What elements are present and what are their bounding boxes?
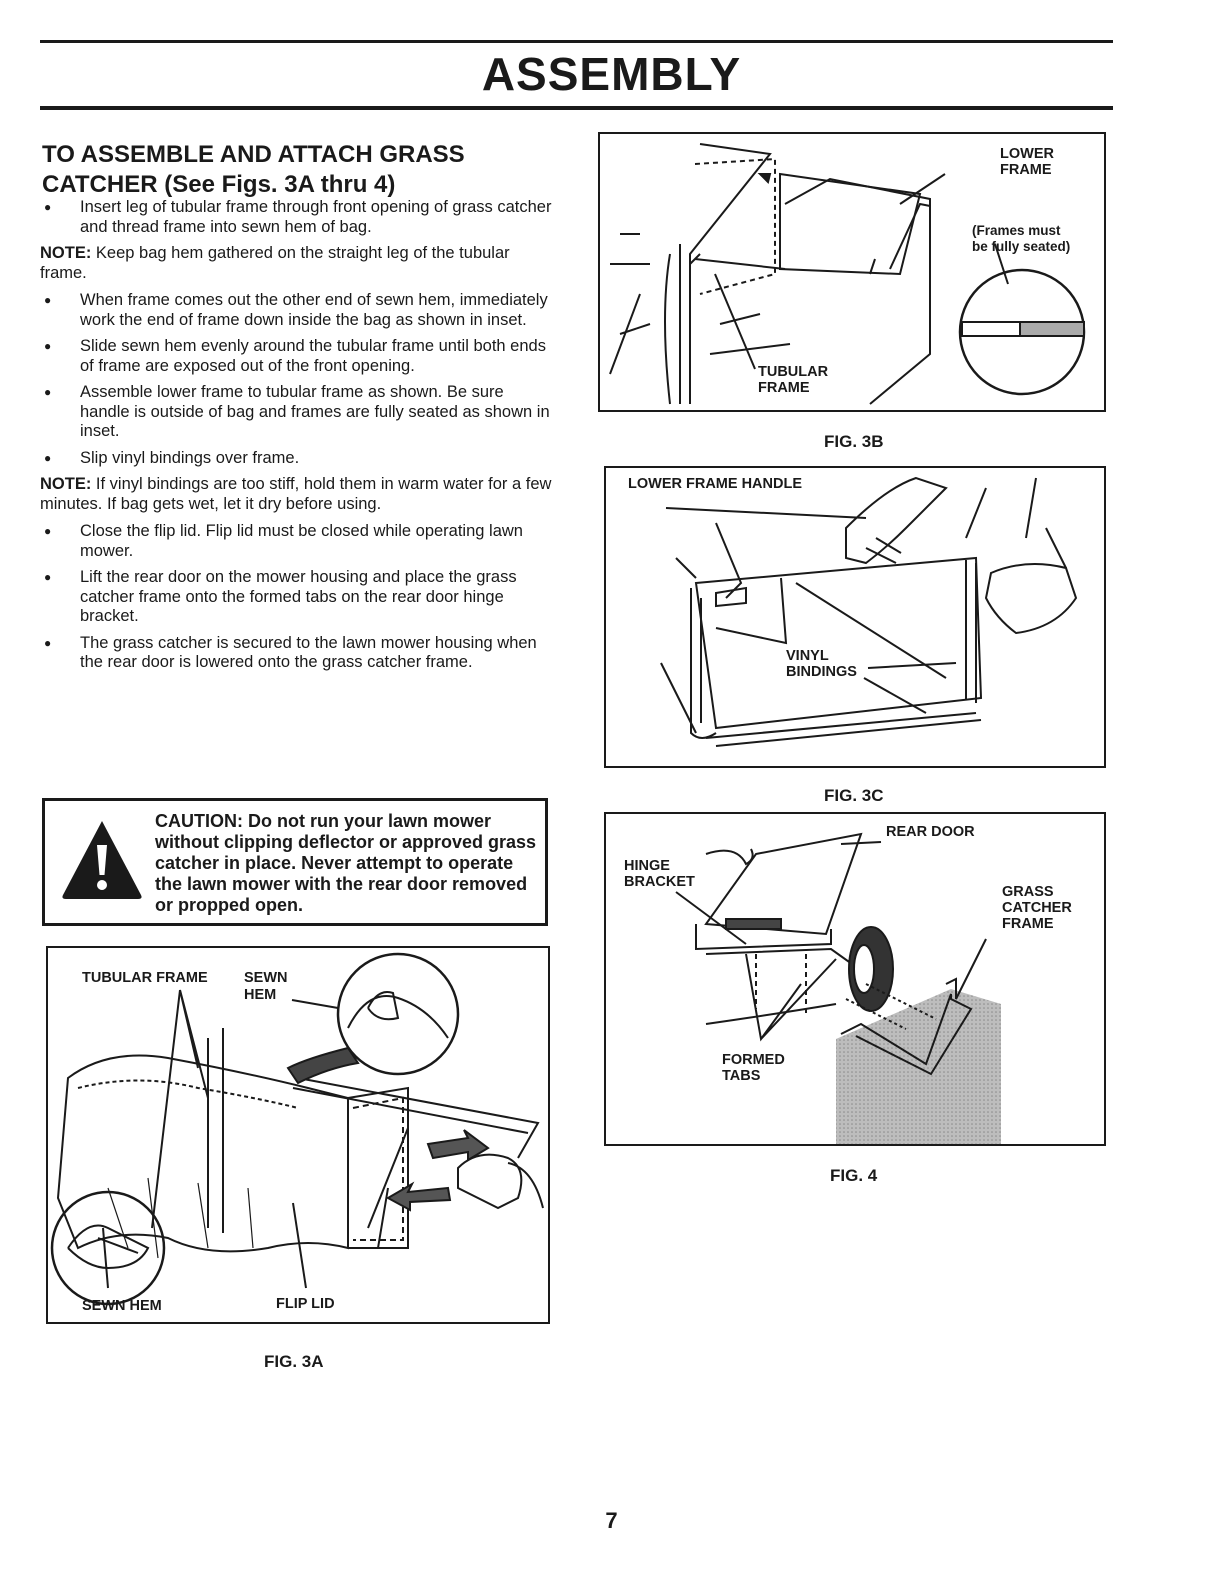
list-item: ●The grass catcher is secured to the law… bbox=[44, 633, 537, 672]
label-lower-frame-handle: LOWER FRAME HANDLE bbox=[628, 476, 802, 492]
fig3c-illustration bbox=[660, 476, 1078, 747]
label-tubular-frame: FRAME bbox=[758, 380, 810, 396]
label-lower: LOWER bbox=[1000, 146, 1054, 162]
caution-text: CAUTION: Do not run your lawn mower with… bbox=[155, 811, 537, 915]
section-heading-line1: TO ASSEMBLE AND ATTACH GRASS bbox=[42, 141, 465, 168]
label-grass: GRASS bbox=[1002, 884, 1054, 900]
list-item: ●Assemble lower frame to tubular frame a… bbox=[44, 383, 550, 440]
label-catcher: CATCHER bbox=[1002, 900, 1072, 916]
warning-triangle-icon bbox=[62, 821, 142, 899]
figure-3a: TUBULAR FRAME SEWN HEM SEWN HEM FLIP LID bbox=[46, 946, 550, 1324]
page-title: ASSEMBLY bbox=[481, 48, 742, 100]
top-rule bbox=[40, 40, 1113, 43]
label-frame: FRAME bbox=[1002, 916, 1054, 932]
fig4-caption: FIG. 4 bbox=[830, 1166, 878, 1185]
label-formed: FORMED bbox=[722, 1052, 785, 1068]
label-hem: HEM bbox=[244, 987, 277, 1003]
label-hinge: HINGE bbox=[624, 858, 670, 874]
label-tabs: TABS bbox=[722, 1068, 761, 1084]
list-item: ●When frame comes out the other end of s… bbox=[44, 291, 548, 329]
label-tubular: TUBULAR bbox=[758, 364, 829, 380]
label-rear-door: REAR DOOR bbox=[886, 824, 975, 840]
note: NOTE: Keep bag hem gathered on the strai… bbox=[40, 244, 510, 282]
section-heading: TO ASSEMBLE AND ATTACH GRASS CATCHER (Se… bbox=[42, 140, 562, 200]
label-frames-note-1: (Frames must bbox=[972, 223, 1061, 238]
instructions: ●Insert leg of tubular frame through fro… bbox=[40, 198, 552, 680]
fig3b-caption: FIG. 3B bbox=[824, 432, 884, 451]
label-flip-lid: FLIP LID bbox=[276, 1296, 335, 1312]
fig3a-caption: FIG. 3A bbox=[264, 1352, 324, 1371]
note: NOTE: If vinyl bindings are too stiff, h… bbox=[40, 475, 552, 513]
list-item: ●Insert leg of tubular frame through fro… bbox=[44, 198, 552, 236]
caution-box: CAUTION: Do not run your lawn mower with… bbox=[42, 798, 548, 926]
list-item: ●Slide sewn hem evenly around the tubula… bbox=[44, 337, 546, 375]
page-number: 7 bbox=[605, 1508, 618, 1533]
label-tubular-frame: TUBULAR FRAME bbox=[82, 970, 208, 986]
figure-3b: LOWER FRAME (Frames must be fully seated… bbox=[598, 132, 1106, 412]
label-frame: FRAME bbox=[1000, 162, 1052, 178]
section-heading-line2: CATCHER (See Figs. 3A thru 4) bbox=[42, 171, 396, 198]
label-sewn-hem: SEWN HEM bbox=[82, 1298, 162, 1314]
figure-4: REAR DOOR HINGE BRACKET GRASS CATCHER FR… bbox=[604, 812, 1106, 1146]
list-item: ●Close the flip lid. Flip lid must be cl… bbox=[44, 522, 523, 560]
label-sewn: SEWN bbox=[244, 970, 288, 986]
title-rule bbox=[40, 106, 1113, 110]
list-item: ●Slip vinyl bindings over frame. bbox=[44, 448, 300, 467]
label-bracket: BRACKET bbox=[624, 874, 695, 890]
fig3c-caption: FIG. 3C bbox=[824, 786, 884, 805]
label-frames-note-2: be fully seated) bbox=[972, 239, 1071, 254]
label-bindings: BINDINGS bbox=[786, 664, 857, 680]
fig3b-illustration bbox=[609, 143, 1086, 405]
fig3a-illustration bbox=[50, 952, 544, 1306]
fig4-illustration bbox=[675, 832, 1001, 1144]
label-vinyl: VINYL bbox=[786, 648, 829, 664]
list-item: ●Lift the rear door on the mower housing… bbox=[44, 568, 517, 625]
figure-3c: LOWER FRAME HANDLE VINYL BINDINGS bbox=[604, 466, 1106, 768]
